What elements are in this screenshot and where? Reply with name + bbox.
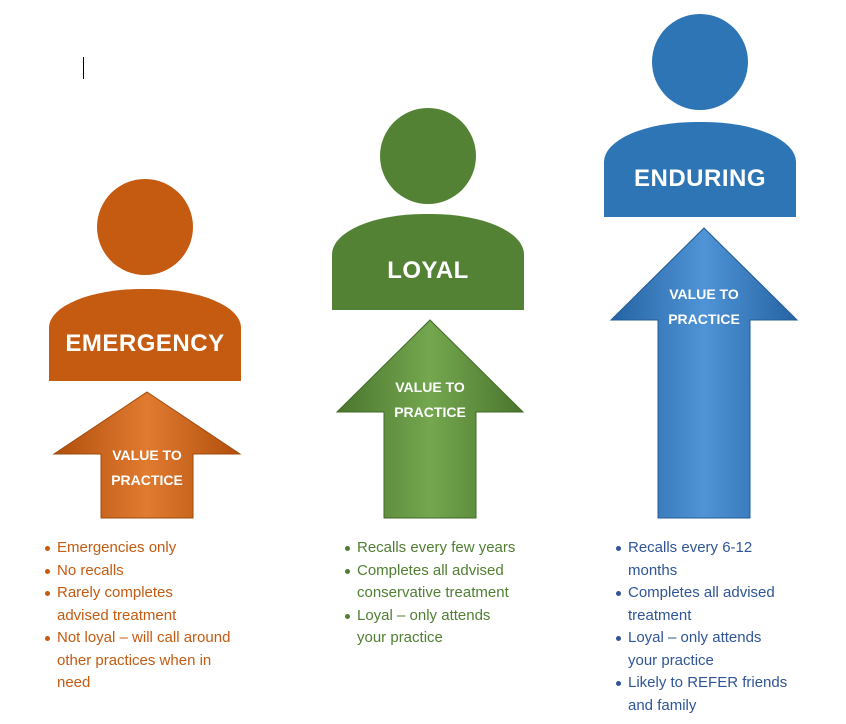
enduring-bullet-list: Recalls every 6-12 months Completes all … <box>614 537 814 717</box>
loyal-value-arrow: VALUE TO PRACTICE <box>335 318 525 520</box>
list-item: No recalls <box>43 560 243 583</box>
emergency-arrow-text-line1: VALUE TO <box>112 447 182 463</box>
list-item: Emergencies only <box>43 537 243 560</box>
loyal-arrow-text-line1: VALUE TO <box>395 379 465 395</box>
list-item: Not loyal – will call around other pract… <box>43 627 237 695</box>
loyal-arrow-text-line2: PRACTICE <box>394 404 466 420</box>
enduring-person-body: ENDURING <box>604 122 796 217</box>
emergency-person-head <box>97 179 193 275</box>
loyal-bullet-list: Recalls every few years Completes all ad… <box>343 537 543 650</box>
list-item: Completes all advised treatment <box>614 582 808 627</box>
emergency-bullet-list: Emergencies only No recalls Rarely compl… <box>43 537 243 695</box>
text-cursor <box>83 57 84 79</box>
enduring-person-head <box>652 14 748 110</box>
loyal-person-head <box>380 108 476 204</box>
list-item: Recalls every 6-12 months <box>614 537 778 582</box>
enduring-arrow-text-line2: PRACTICE <box>668 311 740 327</box>
emergency-value-arrow: VALUE TO PRACTICE <box>52 390 242 520</box>
list-item: Completes all advised conservative treat… <box>343 560 537 605</box>
list-item: Loyal – only attends your practice <box>343 605 517 650</box>
list-item: Loyal – only attends your practice <box>614 627 788 672</box>
list-item: Likely to REFER friends and family <box>614 672 808 717</box>
loyal-person-body: LOYAL <box>332 214 524 310</box>
enduring-label: ENDURING <box>633 164 766 192</box>
list-item: Recalls every few years <box>343 537 543 560</box>
emergency-arrow-text-line2: PRACTICE <box>111 472 183 488</box>
list-item: Rarely completes advised treatment <box>43 582 207 627</box>
emergency-label: EMERGENCY <box>65 330 225 357</box>
enduring-value-arrow: VALUE TO PRACTICE <box>609 226 799 520</box>
emergency-person-body: EMERGENCY <box>49 289 241 381</box>
loyal-label: LOYAL <box>387 257 469 284</box>
enduring-arrow-text-line1: VALUE TO <box>669 286 739 302</box>
